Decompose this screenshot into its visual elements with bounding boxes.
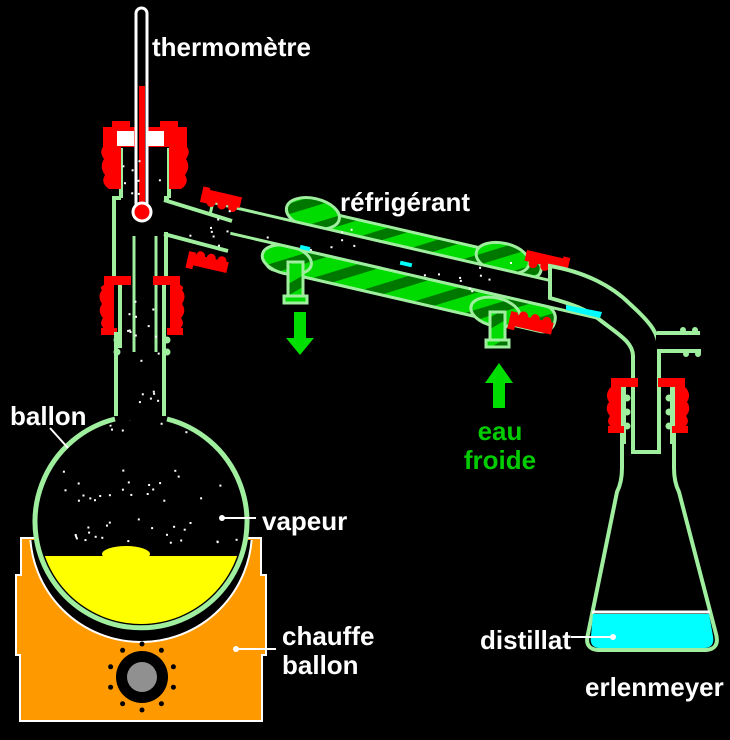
label-vapeur: vapeur xyxy=(262,506,347,536)
water-outlet-tube xyxy=(286,260,305,300)
water-out-arrow xyxy=(286,312,314,355)
flask-neck xyxy=(114,332,166,416)
vent-arm xyxy=(657,331,701,353)
label-erlenmeyer: erlenmeyer xyxy=(585,672,724,702)
arm-clamp-lower xyxy=(185,251,229,274)
erlenmeyer-liquid xyxy=(590,614,714,648)
label-eau-froide-2: froide xyxy=(464,445,536,475)
leader-dot xyxy=(610,634,616,640)
erlenmeyer-joint-glass xyxy=(622,386,674,444)
vapor-dots xyxy=(122,160,512,404)
erlenmeyer-clamp xyxy=(606,378,690,433)
label-ballon: ballon xyxy=(10,401,87,431)
label-refrigerant: réfrigérant xyxy=(340,187,470,217)
thermometer-bulb xyxy=(131,201,153,223)
labels: thermomètre réfrigérant ballon vapeur ch… xyxy=(10,32,724,702)
water-inlet-flare xyxy=(484,338,511,349)
flask-liquid-bump xyxy=(102,546,150,562)
adapter-condensate xyxy=(566,305,602,318)
leader-dot xyxy=(233,646,239,652)
label-distillat: distillat xyxy=(480,625,571,655)
label-chauffe-ballon-2: ballon xyxy=(282,650,359,680)
condenser-clamp-lower xyxy=(507,311,554,335)
neck-clamp xyxy=(99,276,185,356)
flask-glass xyxy=(32,416,250,631)
round-bottom-flask xyxy=(32,332,250,631)
thermometer-column xyxy=(139,86,145,208)
leader-lines xyxy=(49,427,614,650)
cap-seal xyxy=(117,131,134,146)
label-eau-froide-1: eau xyxy=(478,416,523,446)
erlenmeyer-glass xyxy=(585,378,719,652)
leader-dot xyxy=(219,515,225,521)
side-arm-wall xyxy=(163,198,233,223)
adapter-tube xyxy=(548,263,661,454)
label-chauffe-ballon-1: chauffe xyxy=(282,621,374,651)
water-outlet-flare xyxy=(282,294,309,305)
side-arm-wall xyxy=(163,232,229,253)
distillation-head xyxy=(112,148,233,352)
water-in-arrow xyxy=(485,363,513,408)
condensate-droplet xyxy=(399,260,413,268)
thermometer xyxy=(131,6,153,223)
label-thermometre: thermomètre xyxy=(152,32,311,62)
joint-stem xyxy=(132,236,158,352)
condenser xyxy=(205,196,605,408)
receiving-assembly xyxy=(548,263,719,652)
vapor-dots-flask xyxy=(62,420,238,544)
mantle-knob xyxy=(108,641,176,713)
knob-dial[interactable] xyxy=(127,662,157,692)
cap-seal xyxy=(147,131,164,146)
arm-clamp-upper xyxy=(199,186,243,212)
condensate-droplet xyxy=(299,244,311,252)
leader-ballon xyxy=(49,427,69,449)
